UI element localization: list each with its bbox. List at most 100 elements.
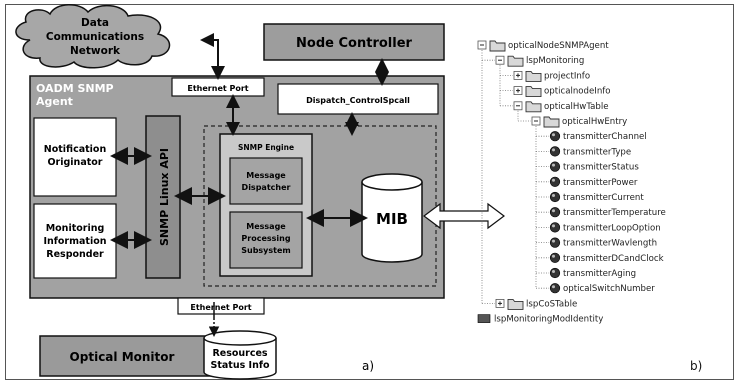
tree-node[interactable]: transmitterCurrent	[549, 191, 644, 203]
tree-node-label: transmitterTemperature	[563, 208, 666, 218]
leaf-node-icon	[549, 237, 561, 248]
engine-region	[203, 125, 437, 287]
notification-line-1: Notification	[44, 144, 107, 155]
cloud-line-2: Communications	[46, 31, 144, 43]
folder-icon	[543, 116, 560, 128]
message-processing-line-2: Processing	[241, 234, 290, 243]
monitoring-line-3: Responder	[46, 249, 104, 260]
tree-node-label: opticalNodeSNMPAgent	[508, 41, 609, 51]
mib-label: MIB	[376, 210, 408, 228]
tree-node-label: transmitterDCandClock	[563, 254, 664, 264]
message-processing-line-3: Subsystem	[241, 246, 291, 255]
tree-node-label: opticalSwitchNumber	[563, 284, 655, 294]
tree-node[interactable]: opticalHwEntry	[531, 116, 627, 128]
folder-icon	[489, 40, 506, 52]
tree-node-label: transmitterWavlength	[563, 239, 657, 249]
tree-node-label: opticalnodeInfo	[544, 87, 611, 97]
tree-node[interactable]: transmitterDCandClock	[549, 252, 664, 264]
leaf-node-icon	[549, 283, 561, 294]
leaf-node-icon	[549, 222, 561, 233]
tree-node[interactable]: opticalHwTable	[513, 101, 609, 113]
tree-node[interactable]: transmitterWavlength	[549, 237, 657, 249]
ethernet-port-bottom	[177, 297, 265, 315]
mib-tree-link-arrow	[423, 202, 505, 230]
tree-node-label: transmitterStatus	[563, 163, 639, 173]
mib-cylinder: MIB	[361, 173, 423, 263]
folder-icon	[525, 70, 542, 82]
message-processing-box	[229, 211, 303, 269]
leaf-node-icon	[549, 252, 561, 263]
tree-node[interactable]: transmitterPower	[549, 176, 638, 188]
monitoring-responder-box	[33, 203, 117, 279]
message-processing-line-1: Message	[246, 222, 286, 231]
cloud-line-1: Data	[81, 17, 109, 29]
tree-node[interactable]: lspCoSTable	[495, 298, 577, 310]
leaf-node-icon	[549, 267, 561, 279]
tree-node[interactable]: opticalNodeSNMPAgent	[477, 40, 609, 52]
tree-node[interactable]: opticalSwitchNumber	[549, 283, 655, 294]
tree-node[interactable]: transmitterTemperature	[549, 207, 666, 218]
tree-node-label: opticalHwTable	[544, 102, 609, 112]
cloud-ethernet-arrow	[200, 33, 225, 80]
tree-node-label: transmitterAging	[563, 269, 636, 279]
leaf-node-icon	[549, 131, 561, 142]
message-dispatcher-box	[229, 157, 303, 205]
tree-node-label: transmitterType	[563, 147, 631, 157]
folder-icon	[507, 298, 524, 310]
tree-node-label: projectInfo	[544, 71, 590, 81]
agent-title-line-2: Agent	[36, 95, 73, 108]
tree-node-label: transmitterLoopOption	[563, 223, 661, 233]
cloud-line-3: Network	[70, 45, 121, 57]
agent-title-line-1: OADM SNMP	[36, 82, 114, 95]
node-controller-label: Node Controller	[296, 36, 412, 51]
leaf-node-icon	[549, 191, 561, 203]
tree-node-label: lspCoSTable	[526, 299, 577, 309]
folder-icon	[525, 86, 542, 98]
leaf-node-icon	[549, 176, 561, 187]
notification-originator-box	[33, 117, 117, 197]
module-identity-icon	[477, 314, 491, 323]
data-communications-network-cloud: Data Communications Network	[15, 4, 171, 69]
notification-line-2: Originator	[47, 157, 102, 168]
monitoring-line-1: Monitoring	[46, 223, 105, 234]
leaf-node-icon	[549, 161, 561, 172]
folder-icon	[507, 55, 524, 67]
ethernet-port-bottom-label: Ethernet Port	[190, 303, 251, 312]
tree-node-label: transmitterCurrent	[563, 193, 644, 203]
tree-node-label: transmitterPower	[563, 178, 638, 188]
tree-node[interactable]: transmitterType	[549, 146, 631, 158]
resources-line-2: Status Info	[210, 360, 269, 371]
tree-node[interactable]: lspMonitoring	[495, 55, 584, 67]
resources-line-1: Resources	[212, 348, 267, 359]
resources-status-cylinder: Resources Status Info	[203, 330, 277, 380]
tree-node[interactable]: transmitterAging	[549, 267, 636, 279]
message-dispatcher-line-1: Message	[246, 171, 286, 180]
tree-node-label: opticalHwEntry	[562, 117, 627, 127]
label-b: b)	[690, 359, 702, 373]
message-dispatcher-line-2: Dispatcher	[242, 183, 291, 192]
tree-guides	[481, 50, 549, 304]
snmp-linux-api-label: SNMP Linux API	[158, 148, 171, 246]
connectors	[110, 33, 389, 337]
dispatch-control-label: Dispatch_ControlSpcall	[306, 96, 410, 105]
tree-node[interactable]: transmitterStatus	[549, 161, 639, 173]
label-a: a)	[362, 359, 374, 373]
tree-node[interactable]: lspMonitoringModIdentity	[477, 314, 603, 325]
snmp-engine-label: SNMP Engine	[238, 143, 294, 152]
tree-node[interactable]: projectInfo	[513, 70, 590, 82]
tree-node[interactable]: opticalnodeInfo	[513, 86, 611, 98]
folder-icon	[525, 101, 542, 113]
ethernet-port-top-label: Ethernet Port	[187, 84, 248, 93]
leaf-node-icon	[549, 207, 561, 218]
optical-monitor-label: Optical Monitor	[70, 350, 175, 364]
tree-node[interactable]: transmitterLoopOption	[549, 222, 661, 234]
node-controller-box	[263, 23, 445, 61]
monitoring-line-2: Information	[43, 236, 106, 247]
figure-border	[5, 4, 734, 380]
tree-node[interactable]: transmitterChannel	[549, 131, 647, 142]
optical-monitor-box	[39, 335, 235, 377]
tree-node-label: transmitterChannel	[563, 132, 647, 142]
